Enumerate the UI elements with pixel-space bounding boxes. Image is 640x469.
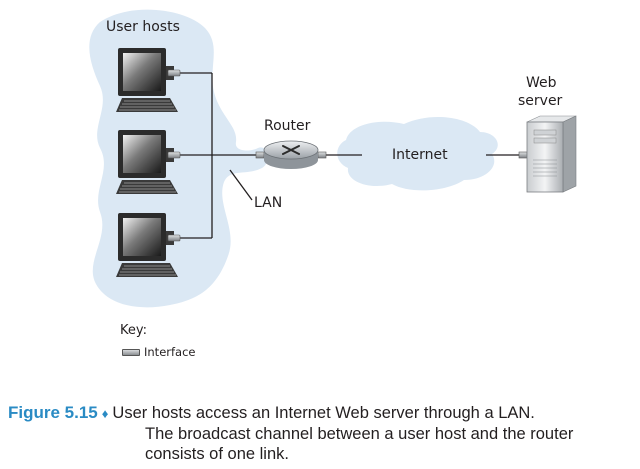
router-label: Router <box>264 118 311 134</box>
user-host-2 <box>116 130 181 194</box>
web-server-label-line1: Web <box>526 75 557 91</box>
caption-line-1: Figure 5.15♦User hosts access an Interne… <box>8 403 638 424</box>
monitor-icon <box>118 48 174 96</box>
keyboard-icon <box>116 263 178 277</box>
user-hosts-label: User hosts <box>106 19 180 35</box>
key-interface: Interface <box>122 345 196 359</box>
caption-line-3: consists of one link. <box>145 445 289 463</box>
user-host-1 <box>116 48 181 112</box>
interface-marker <box>167 234 181 242</box>
caption-text-1: User hosts access an Internet Web server… <box>112 404 535 422</box>
monitor-icon <box>118 213 174 261</box>
internet-label: Internet <box>392 147 448 163</box>
server-tower-icon <box>518 115 577 193</box>
keyboard-icon <box>116 98 178 112</box>
keyboard-icon <box>116 180 178 194</box>
internet-cloud <box>337 117 498 191</box>
interface-marker <box>167 151 181 159</box>
monitor-icon <box>118 130 174 178</box>
interface-marker <box>167 69 181 77</box>
router-icon <box>255 140 327 169</box>
figure-number: Figure 5.15 <box>8 403 98 422</box>
lan-cloud <box>89 9 268 308</box>
network-diagram <box>89 9 577 308</box>
lan-wiring <box>180 72 525 239</box>
web-server-label-line2: server <box>518 93 563 109</box>
figure-caption: Figure 5.15♦User hosts access an Interne… <box>8 403 638 464</box>
user-host-3 <box>116 213 181 277</box>
interface-icon <box>122 348 140 356</box>
caption-line-2: The broadcast channel between a user hos… <box>145 425 574 443</box>
key-title: Key: <box>120 323 148 338</box>
key-interface-label: Interface <box>144 345 196 359</box>
lan-label: LAN <box>254 195 283 211</box>
caption-separator: ♦ <box>101 406 109 421</box>
